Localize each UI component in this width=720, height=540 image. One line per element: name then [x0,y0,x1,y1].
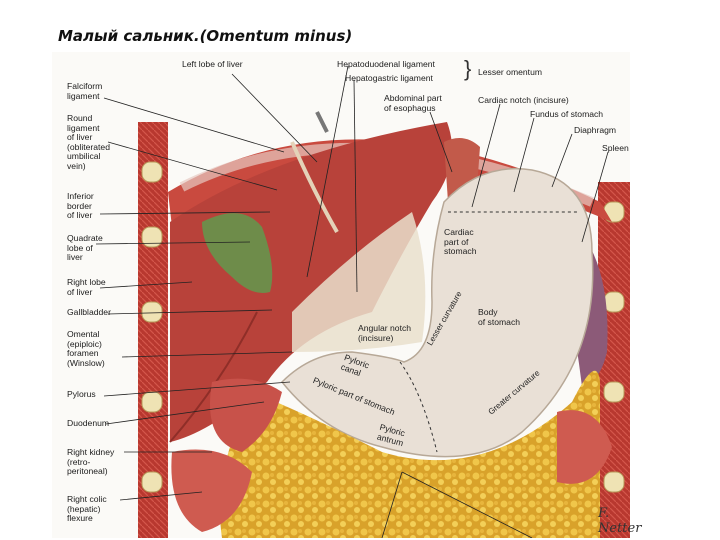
label-omental-foramen: Omental (epiploic) foramen (Winslow) [67,329,105,368]
greater-omentum-fat [220,370,600,538]
label-inferior-border: Inferior border of liver [67,191,94,221]
left-colon-shape [557,410,612,484]
stomach-shape [280,167,594,458]
liver-shape [170,122,452,442]
label-right-kidney: Right kidney (retro- peritoneal) [67,447,115,477]
label-fundus: Fundus of stomach [530,109,604,119]
anatomy-drawing [95,65,630,538]
lesser-omentum-shape [292,212,426,352]
gallbladder-shape [202,213,273,293]
label-hepatogastric-ligament: Hepatogastric ligament [345,73,433,83]
label-round-ligament: Round ligament of liver (obliterated umb… [67,113,110,171]
label-right-lobe: Right lobe of liver [67,277,106,297]
label-pylorus: Pylorus [67,389,96,399]
slide-title: Малый сальник.(Omentum minus) [58,27,353,45]
label-cardiac-notch: Cardiac notch (incisure) [478,95,569,105]
label-angular-notch: Angular notch (incisure) [358,323,412,343]
artist-signature: F. Netter [598,506,642,536]
falciform-ligament-shape [290,141,339,233]
label-falciform-ligament: Falciform ligament [67,81,103,101]
label-spleen: Spleen [602,143,629,153]
leader-lines [95,65,609,538]
right-colic-flexure-shape [171,449,252,532]
label-cardiac-part: Cardiac part of stomach [444,227,477,257]
duodenum-shape [210,378,282,452]
abdominal-wall-left [138,122,168,538]
label-diaphragm: Diaphragm [574,125,617,135]
lesser-omentum-brace: } [464,56,472,81]
label-right-colic-flexure: Right colic (hepatic) flexure [67,494,107,524]
anatomy-illustration: Falciform ligament Round ligament of liv… [52,52,641,538]
label-quadrate-lobe: Quadrate lobe of liver [67,233,103,263]
label-body-of-stomach: Body of stomach [478,307,521,327]
label-abdominal-esophagus: Abdominal part of esophagus [384,93,442,113]
label-gallbladder: Gallbladder [67,307,111,317]
label-lesser-omentum: Lesser omentum [478,67,543,77]
label-hepatoduodenal-ligament: Hepatoduodenal ligament [337,59,435,69]
label-left-lobe: Left lobe of liver [182,59,243,69]
label-duodenum: Duodenum [67,418,110,428]
diaphragm-shape [168,139,612,227]
